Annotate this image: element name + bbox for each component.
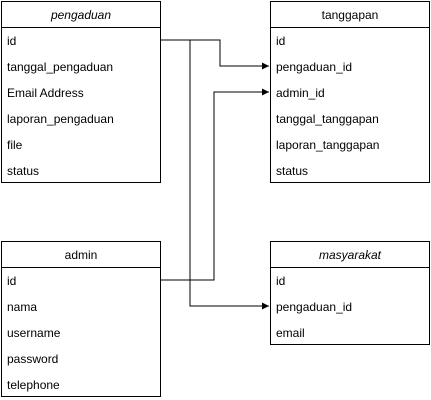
field-tanggapan-laporan-tanggapan: laporan_tanggapan [276,138,380,152]
table-masyarakat[interactable]: masyarakat id pengaduan_id email [270,241,430,345]
field-tanggapan-admin-id: admin_id [276,86,325,100]
connector-admin-id-to-tanggapan-admin-id [161,88,269,281]
field-pengaduan-id: id [7,34,17,48]
table-tanggapan[interactable]: tanggapan id pengaduan_id admin_id tangg… [270,1,430,183]
field-pengaduan-email-address: Email Address [7,86,84,100]
connector-pengaduan-id-to-tanggapan-pengaduan-id [161,39,269,70]
table-pengaduan[interactable]: pengaduan id tanggal_pengaduan Email Add… [1,1,161,183]
field-admin-nama: nama [7,300,38,314]
connector-pengaduan-id-to-masyarakat-pengaduan-id [161,39,269,310]
field-admin-username: username [7,326,61,340]
table-masyarakat-title: masyarakat [271,242,429,268]
field-pengaduan-tanggal-pengaduan: tanggal_pengaduan [7,60,114,74]
field-tanggapan-id: id [276,34,286,48]
table-admin-title: admin [2,242,160,268]
field-masyarakat-pengaduan-id: pengaduan_id [276,300,353,314]
field-pengaduan-laporan-pengaduan: laporan_pengaduan [7,112,114,126]
field-tanggapan-pengaduan-id: pengaduan_id [276,60,353,74]
table-tanggapan-title: tanggapan [271,2,429,28]
field-tanggapan-status: status [276,164,309,178]
field-masyarakat-id: id [276,274,286,288]
table-pengaduan-title: pengaduan [2,2,160,28]
field-masyarakat-email: email [276,326,305,340]
field-pengaduan-status: status [7,164,40,178]
field-pengaduan-file: file [7,138,23,152]
field-admin-password: password [7,352,59,366]
field-admin-telephone: telephone [7,378,60,392]
table-admin[interactable]: admin id nama username password telephon… [1,241,161,397]
field-tanggapan-tanggal-tanggapan: tanggal_tanggapan [276,112,379,126]
field-admin-id: id [7,274,17,288]
